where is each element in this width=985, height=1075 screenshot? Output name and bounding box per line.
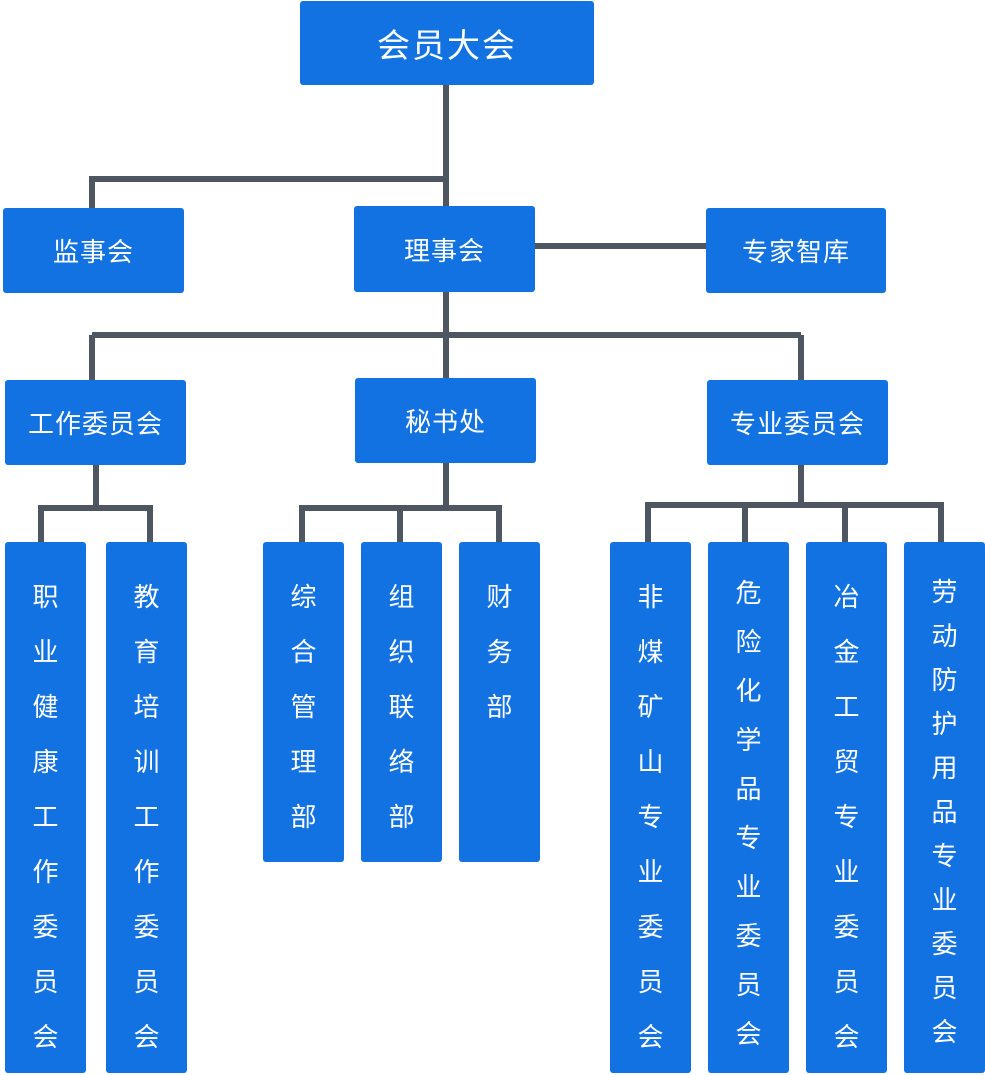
professional-child-node: 非煤矿山专业委员会 (610, 542, 691, 1073)
connector-work-children (38, 465, 153, 542)
professional-child-node: 冶金工贸专业委员会 (806, 542, 887, 1073)
experts-label: 专家智库 (741, 238, 850, 268)
connector-supervisory (89, 176, 446, 208)
connector-secretariat-children (299, 463, 502, 542)
professional-committee-label: 专业委员会 (729, 410, 865, 440)
work-child-node: 职业健康工作委员会 (5, 542, 86, 1073)
root-label: 会员大会 (377, 26, 517, 65)
secretariat-child-label: 综合管理部 (290, 583, 317, 833)
secretariat-node: 秘书处 (355, 378, 536, 463)
secretariat-child-node: 财务部 (459, 542, 540, 862)
work-child-label: 教育培训工作委员会 (133, 583, 160, 1053)
supervisory-label: 监事会 (52, 238, 134, 268)
secretariat-label: 秘书处 (404, 408, 486, 438)
supervisory-node: 监事会 (3, 208, 184, 293)
professional-child-label: 非煤矿山专业委员会 (637, 583, 664, 1053)
work-child-label: 职业健康工作委员会 (32, 583, 59, 1053)
professional-child-label: 危险化学品专业委员会 (735, 579, 762, 1050)
council-label: 理事会 (403, 236, 485, 267)
root-node: 会员大会 (300, 1, 594, 85)
work-committee-node: 工作委员会 (5, 380, 186, 465)
council-node: 理事会 (354, 206, 535, 292)
work-committee-label: 工作委员会 (27, 410, 163, 440)
connector-professional-children (645, 465, 944, 542)
secretariat-child-label: 财务部 (486, 583, 513, 723)
experts-node: 专家智库 (706, 208, 886, 293)
secretariat-child-node: 组织联络部 (361, 542, 442, 862)
professional-child-node: 危险化学品专业委员会 (708, 542, 789, 1073)
secretariat-child-node: 综合管理部 (263, 542, 344, 862)
professional-child-node: 劳动防护用品专业委员会 (904, 542, 985, 1073)
professional-child-label: 冶金工贸专业委员会 (833, 583, 860, 1053)
work-child-node: 教育培训工作委员会 (106, 542, 187, 1073)
professional-committee-node: 专业委员会 (707, 380, 888, 465)
secretariat-child-label: 组织联络部 (388, 583, 415, 833)
professional-child-label: 劳动防护用品专业委员会 (931, 578, 958, 1048)
